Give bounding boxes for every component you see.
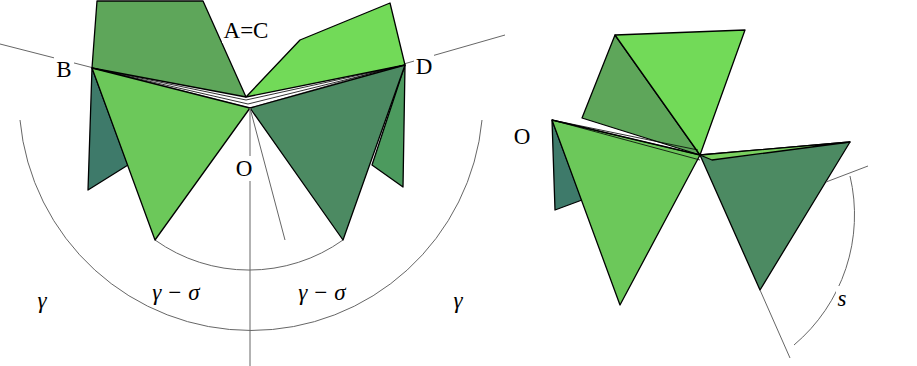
panel bbox=[615, 30, 745, 155]
guide-line bbox=[760, 166, 868, 358]
angle-arc bbox=[155, 240, 343, 270]
panel bbox=[700, 142, 850, 290]
angle-label: γ − σ bbox=[296, 280, 347, 305]
panel bbox=[552, 120, 700, 305]
panel bbox=[92, 68, 250, 240]
angle-arc bbox=[794, 176, 855, 345]
fold-line bbox=[92, 65, 405, 104]
panel bbox=[250, 65, 405, 240]
point-label: B bbox=[54, 57, 73, 82]
point-label: O bbox=[234, 156, 255, 181]
angle-label: γ − σ bbox=[150, 280, 201, 305]
guide-line bbox=[0, 35, 505, 108]
panel bbox=[700, 142, 850, 160]
point-label: A=C bbox=[222, 18, 271, 43]
angle-label: γ bbox=[451, 288, 464, 313]
point-label: D bbox=[414, 54, 435, 79]
angle-label: γ bbox=[35, 288, 48, 313]
axis-line bbox=[250, 108, 285, 366]
point-label: O bbox=[512, 124, 533, 149]
fold-line bbox=[552, 120, 700, 160]
angle-label: s bbox=[836, 286, 849, 311]
